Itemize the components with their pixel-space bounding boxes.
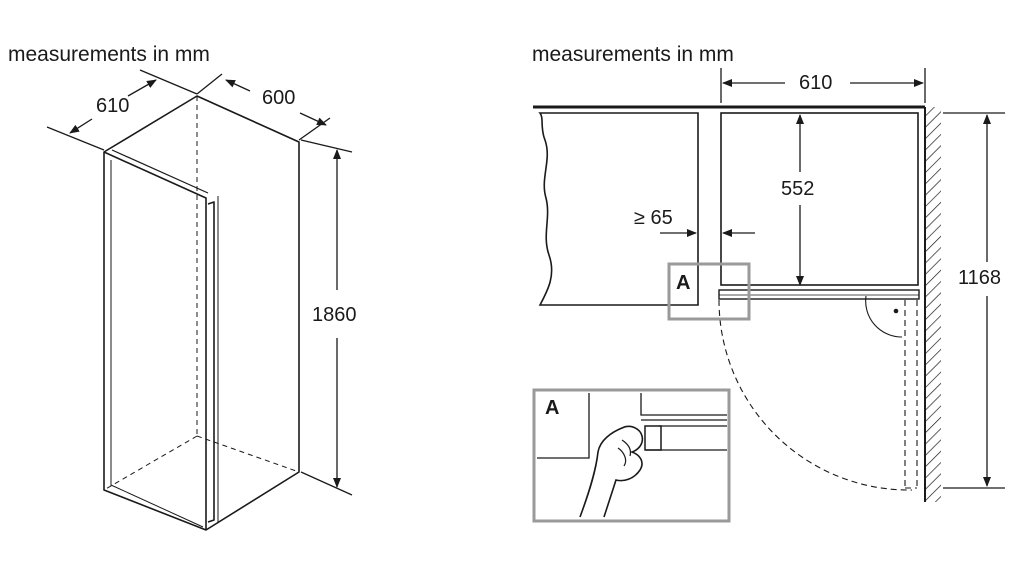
appliance-door: [718, 289, 920, 300]
adjacent-cabinet: [538, 112, 699, 306]
inset-a-label: A: [545, 397, 560, 419]
left-dim-width: 600: [262, 87, 296, 109]
appliance-front-panel: [110, 160, 204, 528]
inset-a-frame: [532, 388, 731, 523]
right-caption: measurements in mm: [532, 43, 734, 66]
right-dim-depth: 552: [781, 178, 815, 200]
right-dim-door-depth: 1168: [958, 267, 1002, 289]
left-dimension-lines: [46, 69, 353, 496]
appliance-outline: [103, 95, 300, 531]
wall-hatch: [925, 107, 941, 502]
appliance-front-edge: [103, 151, 207, 530]
detail-a-frame: [667, 262, 751, 321]
detail-a-label: A: [676, 272, 691, 294]
appliance-top-trim: [111, 149, 209, 194]
appliance-body: [720, 112, 919, 286]
door-swing: [718, 295, 918, 491]
hinge-point: [893, 308, 899, 314]
inset-a-detail: [537, 393, 727, 518]
right-dim-gap: ≥ 65: [634, 207, 673, 229]
appliance-isometric: [103, 95, 300, 531]
right-dim-width: 610: [799, 72, 833, 94]
left-dim-depth: 610: [96, 95, 130, 117]
hand-illustration: [579, 425, 644, 518]
left-dim-height: 1860: [312, 304, 357, 326]
left-caption: measurements in mm: [8, 43, 210, 66]
right-dimension-lines: [660, 68, 1005, 489]
door-handle: [207, 201, 215, 523]
